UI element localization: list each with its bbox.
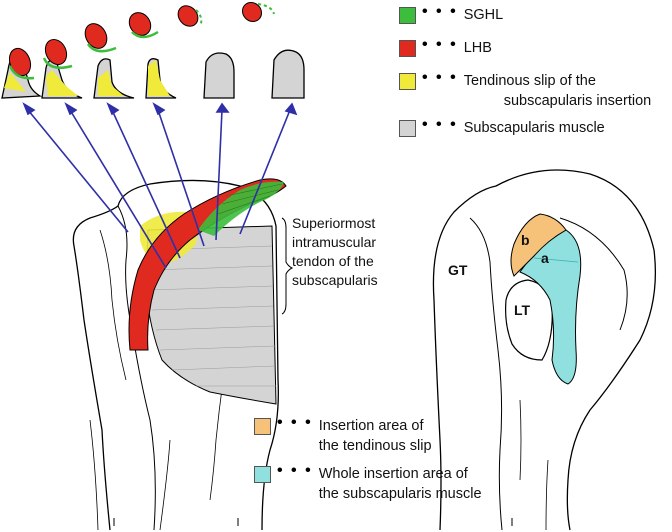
annotation-line3: tendon of the	[292, 253, 374, 269]
legend-item-tendinous-slip: • • • Tendinous slip of the subscapulari…	[399, 69, 652, 111]
left-humerus	[72, 178, 287, 531]
cross-section-2	[41, 38, 83, 99]
cross-section-4	[128, 12, 177, 99]
legend-label-line2: the subscapularis muscle	[318, 486, 482, 502]
annotation-line1: Superiormost	[292, 215, 376, 231]
label-area-a: a	[541, 250, 549, 266]
whole-insertion-swatch	[254, 466, 271, 483]
cross-section-1	[1, 47, 43, 99]
right-humerus	[432, 169, 657, 531]
legend-item-whole-insertion: • • • Whole insertion area of the subsca…	[254, 462, 482, 504]
legend-item-slip-insertion: • • • Insertion area of the tendinous sl…	[254, 414, 432, 456]
legend-label: SGHL	[463, 7, 504, 23]
sghl-swatch	[399, 7, 416, 24]
legend-label-line1: Tendinous slip of the	[463, 73, 596, 89]
legend-dots: • • •	[277, 414, 313, 431]
legend-item-subscapularis-muscle: • • • Subscapularis muscle	[399, 116, 605, 138]
tendon-bracket	[281, 217, 294, 315]
cross-section-6	[241, 1, 305, 99]
legend-item-sghl: • • • SGHL	[399, 3, 504, 25]
legend-label-line1: Insertion area of	[318, 418, 424, 434]
subscapularis-swatch	[399, 120, 416, 137]
legend-dots: • • •	[422, 116, 458, 133]
label-area-b: b	[521, 232, 530, 248]
legend-label: Tendinous slip of the subscapularis inse…	[464, 71, 652, 111]
label-lesser-tuberosity: LT	[514, 302, 531, 318]
legend-dots: • • •	[422, 3, 458, 20]
legend-label: Whole insertion area of the subscapulari…	[319, 464, 482, 504]
legend-item-lhb: • • • LHB	[399, 36, 492, 58]
cross-section-3	[84, 23, 135, 99]
legend-label-line2: the tendinous slip	[318, 438, 432, 454]
legend-label: Subscapularis muscle	[463, 120, 605, 136]
tendon-annotation: Superiormost intramuscular tendon of the…	[292, 214, 378, 290]
annotation-line4: subscapularis	[292, 272, 378, 288]
connector-arrows	[22, 102, 298, 269]
slip-insertion-swatch	[254, 418, 271, 435]
legend-label: Insertion area of the tendinous slip	[319, 416, 432, 456]
legend-label: LHB	[463, 40, 492, 56]
tendinous-slip-swatch	[399, 73, 416, 90]
legend-dots: • • •	[422, 69, 458, 86]
legend-label-line2: subscapularis insertion	[503, 93, 652, 109]
legend-dots: • • •	[422, 36, 458, 53]
legend-label-line1: Whole insertion area of	[318, 466, 468, 482]
cross-section-5	[177, 5, 235, 99]
annotation-line2: intramuscular	[292, 234, 377, 250]
label-greater-tuberosity: GT	[448, 262, 468, 278]
legend-dots: • • •	[277, 462, 313, 479]
lhb-swatch	[399, 40, 416, 57]
